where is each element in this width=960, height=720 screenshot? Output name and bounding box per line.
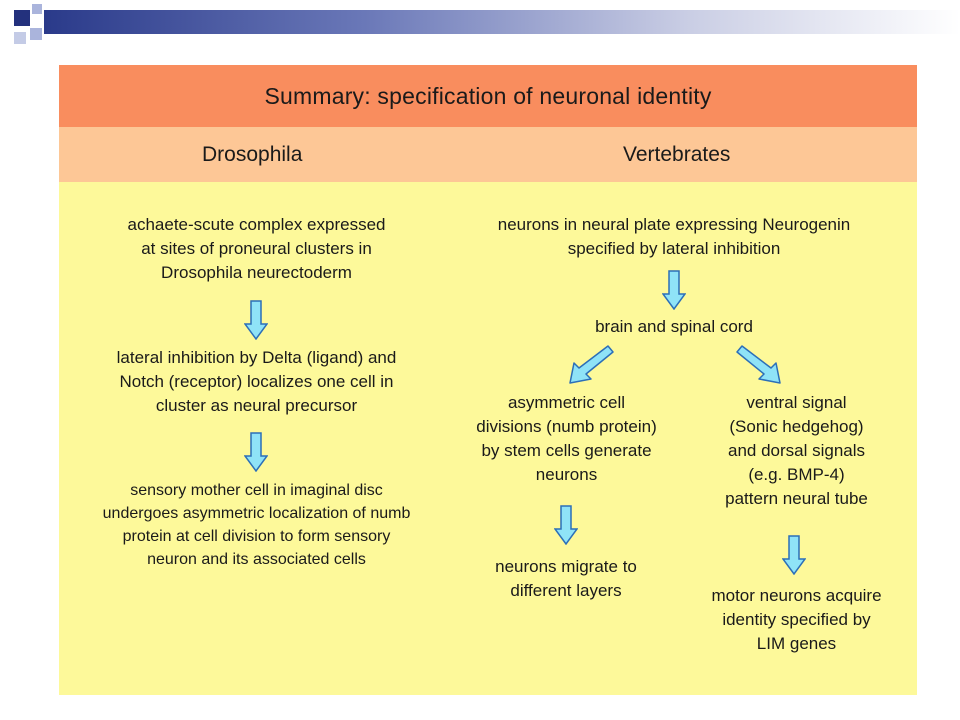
text-line: Notch (receptor) localizes one cell in bbox=[119, 372, 394, 391]
text-line: neurons in neural plate expressing Neuro… bbox=[497, 215, 851, 234]
text-line: (e.g. BMP-4) bbox=[748, 465, 845, 484]
text-line: achaete-scute complex expressed bbox=[127, 215, 386, 234]
down-arrow-icon bbox=[554, 505, 578, 545]
vertebrates-step-2: brain and spinal cord bbox=[595, 317, 753, 336]
down-arrow-icon bbox=[662, 270, 686, 310]
decor-square-light bbox=[32, 4, 42, 14]
text-line: and dorsal signals bbox=[727, 441, 866, 460]
drosophila-step-2: lateral inhibition by Delta (ligand) and… bbox=[59, 346, 454, 418]
text-line: pattern neural tube bbox=[725, 489, 868, 508]
text-line: LIM genes bbox=[756, 634, 837, 653]
down-arrow-icon bbox=[244, 300, 268, 340]
drosophila-step-1: achaete-scute complex expressed at sites… bbox=[69, 213, 444, 285]
text-line: lateral inhibition by Delta (ligand) and bbox=[116, 348, 397, 367]
text-line: ventral signal bbox=[746, 393, 847, 412]
vertebrates-step-1: neurons in neural plate expressing Neuro… bbox=[444, 213, 904, 261]
column-header-drosophila: Drosophila bbox=[202, 143, 303, 166]
text-line: neuron and its associated cells bbox=[147, 551, 366, 568]
drosophila-step-3: sensory mother cell in imaginal disc und… bbox=[59, 479, 454, 571]
summary-panel: Summary: specification of neuronal ident… bbox=[59, 65, 917, 695]
column-header-vertebrates: Vertebrates bbox=[623, 143, 731, 166]
text-line: asymmetric cell bbox=[507, 393, 626, 412]
text-line: different layers bbox=[510, 581, 622, 600]
title-band bbox=[59, 65, 917, 127]
text-line: at sites of proneural clusters in bbox=[141, 239, 372, 258]
text-line: (Sonic hedgehog) bbox=[729, 417, 864, 436]
text-line: divisions (numb protein) bbox=[476, 417, 657, 436]
vertebrates-left-branch-1: asymmetric cell divisions (numb protein)… bbox=[444, 391, 689, 487]
decor-square-light bbox=[30, 28, 42, 40]
vertebrates-right-branch-2: motor neurons acquire identity specified… bbox=[684, 584, 909, 656]
text-line: neurons bbox=[535, 465, 598, 484]
text-line: Drosophila neurectoderm bbox=[161, 263, 352, 282]
text-line: protein at cell division to form sensory bbox=[122, 528, 391, 545]
text-line: identity specified by bbox=[722, 610, 871, 629]
text-line: by stem cells generate bbox=[481, 441, 652, 460]
decor-square-navy bbox=[14, 10, 30, 26]
decor-top-bar bbox=[44, 10, 960, 34]
column-header-band bbox=[59, 127, 917, 182]
down-arrow-icon bbox=[244, 432, 268, 472]
text-line: sensory mother cell in imaginal disc bbox=[130, 482, 383, 499]
diagonal-arrow-left-icon bbox=[569, 345, 614, 384]
text-line: motor neurons acquire bbox=[711, 586, 882, 605]
text-line: cluster as neural precursor bbox=[155, 396, 358, 415]
text-line: specified by lateral inhibition bbox=[567, 239, 781, 258]
text-line: undergoes asymmetric localization of num… bbox=[102, 505, 411, 522]
panel-title: Summary: specification of neuronal ident… bbox=[264, 83, 712, 109]
vertebrates-right-branch-1: ventral signal (Sonic hedgehog) and dors… bbox=[689, 391, 904, 511]
decor-square-light bbox=[14, 32, 26, 44]
text-line: neurons migrate to bbox=[495, 557, 637, 576]
vertebrates-left-branch-2: neurons migrate to different layers bbox=[461, 555, 671, 603]
diagonal-arrow-right-icon bbox=[736, 345, 781, 384]
down-arrow-icon bbox=[782, 535, 806, 575]
